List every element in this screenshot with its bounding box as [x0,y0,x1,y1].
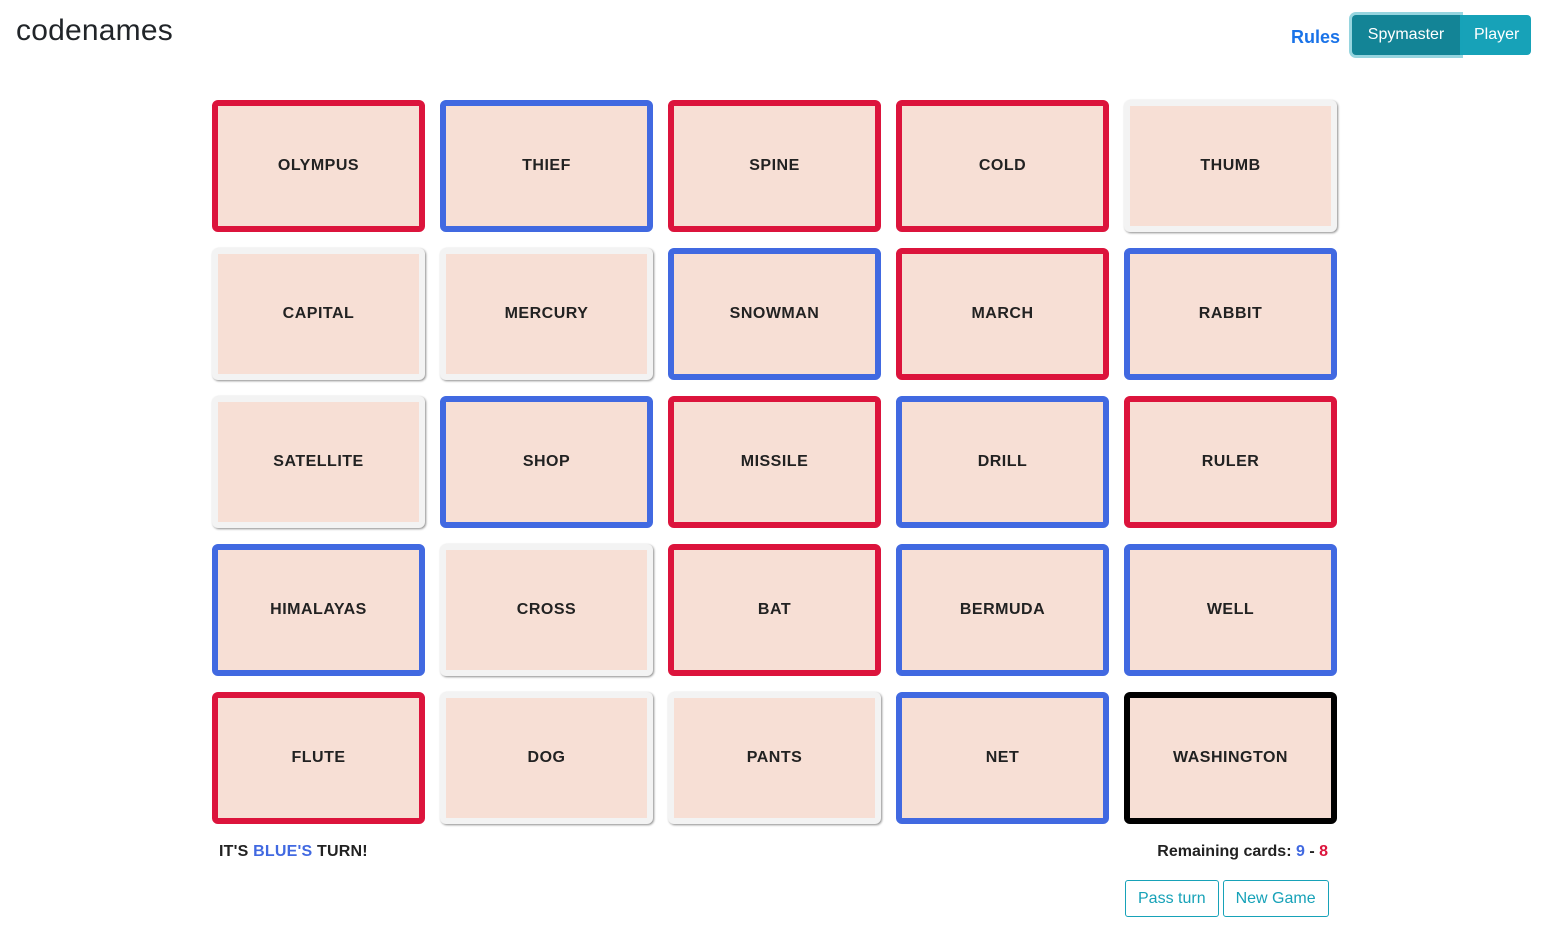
card-cross[interactable]: CROSS [440,544,653,676]
card-well[interactable]: WELL [1124,544,1337,676]
card-bermuda[interactable]: BERMUDA [896,544,1109,676]
card-word: MISSILE [740,453,809,470]
card-word: CROSS [516,601,577,618]
card-pants[interactable]: PANTS [668,692,881,824]
card-word: MERCURY [504,305,589,322]
remaining-cards: Remaining cards: 9 - 8 [1157,843,1328,861]
turn-status: IT'S BLUE'S TURN! [219,843,368,861]
card-word: SPINE [749,157,800,174]
card-word: SATELLITE [273,453,364,470]
card-himalayas[interactable]: HIMALAYAS [212,544,425,676]
card-capital[interactable]: CAPITAL [212,248,425,380]
card-word: PANTS [746,749,803,766]
card-missile[interactable]: MISSILE [668,396,881,528]
card-word: WELL [1206,601,1255,618]
game-board: OLYMPUS THIEF SPINE COLD THUMB CAPITAL MERCURY… [212,100,1338,824]
card-word: BERMUDA [959,601,1046,618]
card-word: CAPITAL [282,305,355,322]
card-word: RULER [1201,453,1260,470]
card-word: DRILL [977,453,1028,470]
remaining-separator: - [1304,843,1320,860]
card-thief[interactable]: THIEF [440,100,653,232]
card-thumb[interactable]: THUMB [1124,100,1337,232]
card-word: THIEF [522,157,571,174]
card-net[interactable]: NET [896,692,1109,824]
card-word: NET [985,749,1020,766]
card-word: SNOWMAN [729,305,820,322]
card-word: WASHINGTON [1173,749,1288,766]
card-flute[interactable]: FLUTE [212,692,425,824]
mode-toggle-group: Spymaster Player [1352,15,1531,55]
card-word: SHOP [522,453,571,470]
card-word: THUMB [1200,157,1261,174]
turn-prefix: IT'S [219,843,254,860]
remaining-label: Remaining cards: [1157,843,1296,860]
card-dog[interactable]: DOG [440,692,653,824]
card-word: RABBIT [1198,305,1263,322]
card-cold[interactable]: COLD [896,100,1109,232]
turn-suffix: TURN! [312,843,368,860]
card-olympus[interactable]: OLYMPUS [212,100,425,232]
card-word: BAT [757,601,792,618]
card-word: MARCH [971,305,1034,322]
card-mercury[interactable]: MERCURY [440,248,653,380]
spymaster-button[interactable]: Spymaster [1352,15,1460,55]
game-actions: Pass turn New Game [1125,880,1329,917]
card-shop[interactable]: SHOP [440,396,653,528]
remaining-blue-count: 9 [1295,843,1305,860]
turn-team: BLUE'S [253,843,313,860]
player-button[interactable]: Player [1460,15,1531,55]
card-word: OLYMPUS [277,157,360,174]
rules-link[interactable]: Rules [1291,27,1341,47]
remaining-red-count: 8 [1319,843,1328,860]
card-drill[interactable]: DRILL [896,396,1109,528]
card-word: COLD [978,157,1027,174]
card-spine[interactable]: SPINE [668,100,881,232]
card-bat[interactable]: BAT [668,544,881,676]
card-word: DOG [527,749,566,766]
card-march[interactable]: MARCH [896,248,1109,380]
card-word: HIMALAYAS [270,601,367,618]
app-title: codenames [16,14,173,47]
card-ruler[interactable]: RULER [1124,396,1337,528]
card-satellite[interactable]: SATELLITE [212,396,425,528]
card-rabbit[interactable]: RABBIT [1124,248,1337,380]
pass-turn-button[interactable]: Pass turn [1125,880,1219,917]
card-word: FLUTE [291,749,346,766]
new-game-button[interactable]: New Game [1222,880,1329,917]
card-snowman[interactable]: SNOWMAN [668,248,881,380]
card-washington[interactable]: WASHINGTON [1124,692,1337,824]
